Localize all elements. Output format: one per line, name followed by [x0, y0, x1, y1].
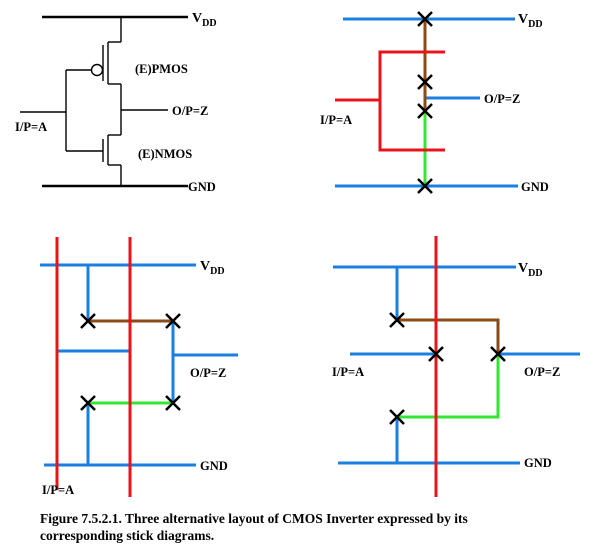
pmos-transistor: [66, 17, 122, 85]
contacts: [80, 313, 181, 411]
stick2-input-label: I/P=A: [42, 483, 74, 497]
n-diffusion: [397, 354, 500, 419]
metal-output: [171, 321, 238, 357]
inverter-schematic: VDD GND I/P=A O/P=Z (E)PMOS (E)NMOS: [15, 11, 217, 194]
stick2-vdd-label: VDD: [200, 259, 225, 277]
stick-diagram-2: VDD GND I/P=A O/P=Z: [40, 237, 238, 497]
stick1-output-label: O/P=Z: [484, 92, 520, 106]
stick-diagram-1: VDD GND I/P=A O/P=Z: [320, 11, 549, 194]
contact-out-p: [165, 313, 181, 329]
stick1-gnd-label: GND: [521, 180, 549, 194]
schematic-output-label: O/P=Z: [172, 104, 208, 118]
schematic-gnd-label: GND: [188, 180, 216, 194]
nmos-label: (E)NMOS: [138, 147, 192, 161]
contact-gnd: [80, 395, 96, 411]
contacts: [417, 11, 433, 194]
contact-vdd: [417, 11, 433, 27]
contacts: [389, 312, 506, 425]
schematic-input-label: I/P=A: [15, 120, 47, 134]
stick3-input-label: I/P=A: [332, 365, 364, 379]
caption-line-1: Figure 7.5.2.1. Three alternative layout…: [40, 511, 468, 526]
contact-out-p: [417, 74, 433, 90]
stick-diagram-3: VDD GND I/P=A O/P=Z: [332, 236, 580, 497]
stick2-output-label: O/P=Z: [190, 366, 226, 380]
caption-line-2: corresponding stick diagrams.: [40, 528, 215, 543]
p-diffusion: [397, 318, 500, 354]
stick3-vdd-label: VDD: [518, 261, 543, 279]
nmos-transistor: [66, 84, 122, 186]
stick2-gnd-label: GND: [200, 459, 228, 473]
stick3-gnd-label: GND: [524, 456, 552, 470]
contact-out-n: [165, 395, 181, 411]
contact-vdd: [389, 312, 405, 328]
contact-gnd: [389, 409, 405, 425]
pmos-label: (E)PMOS: [135, 62, 188, 76]
poly-gate-lower: [378, 100, 445, 152]
figure-caption: Figure 7.5.2.1. Three alternative layout…: [40, 510, 580, 544]
stick3-output-label: O/P=Z: [524, 365, 560, 379]
stick1-input-label: I/P=A: [320, 113, 352, 127]
poly-gate: [378, 50, 445, 150]
contact-out-n: [417, 103, 433, 119]
stick1-vdd-label: VDD: [518, 12, 543, 30]
schematic-vdd-label: VDD: [192, 11, 217, 29]
contact-gnd: [417, 178, 433, 194]
contact-input: [428, 346, 444, 362]
contact-vdd: [80, 313, 96, 329]
pmos-bubble: [90, 63, 104, 77]
contact-output: [490, 346, 506, 362]
